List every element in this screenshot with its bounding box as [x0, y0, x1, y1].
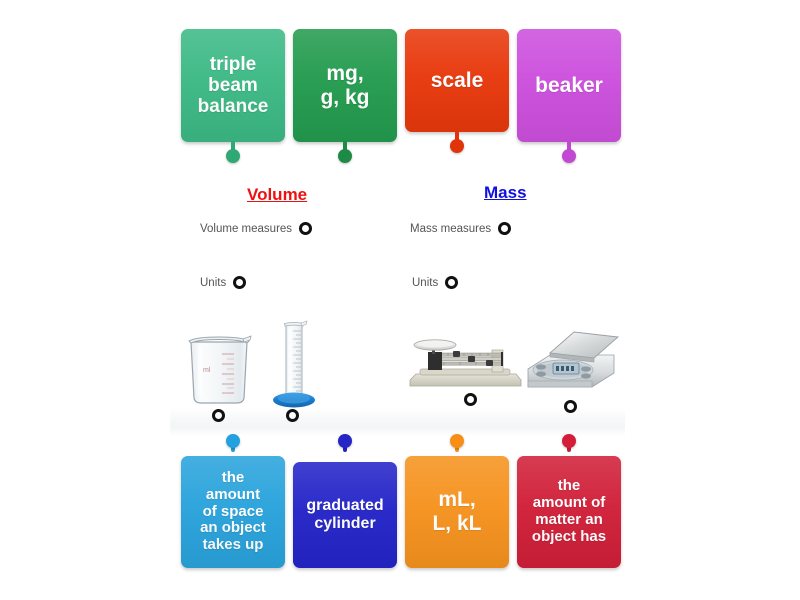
tile-label: triple beam balance — [197, 53, 269, 118]
pin-mg-g-kg — [336, 141, 354, 163]
mass-units-label: Units — [412, 276, 439, 289]
mass-heading: Mass — [484, 183, 527, 202]
mass-measures-row: Mass measures — [410, 222, 512, 235]
drop-target-graduated-cylinder-picture[interactable] — [286, 409, 299, 422]
tile-mg-g-kg[interactable]: mg, g, kg — [293, 29, 397, 142]
svg-text:ml: ml — [203, 367, 211, 374]
tile-label: graduated cylinder — [306, 497, 384, 532]
tile-label: mL, L, kL — [432, 488, 482, 535]
volume-measures-row: Volume measures — [200, 222, 313, 235]
tile-label: the amount of matter an object has — [531, 477, 607, 545]
drop-target-beaker-picture[interactable] — [212, 409, 225, 422]
drop-target-digital-scale-picture[interactable] — [564, 400, 577, 413]
volume-heading: Volume — [247, 185, 308, 204]
drop-target-volume-measures[interactable] — [299, 222, 313, 235]
mass-measures-label: Mass measures — [410, 222, 492, 235]
volume-units-label: Units — [200, 276, 227, 289]
volume-measures-label: Volume measures — [200, 222, 293, 235]
digital-scale-image — [522, 325, 620, 397]
tile-graduated-cylinder[interactable]: graduated cylinder — [293, 462, 397, 568]
tile-beaker[interactable]: beaker — [517, 29, 621, 142]
drop-target-mass-units[interactable] — [445, 276, 459, 289]
pin-scale — [448, 131, 466, 153]
pin-amount-of-space — [224, 434, 242, 456]
pin-beaker — [560, 141, 578, 163]
pin-amount-of-matter — [560, 434, 578, 456]
beaker-image: ml — [186, 332, 252, 406]
tile-label: the amount of space an object takes up — [200, 469, 266, 554]
drop-zone-band — [170, 408, 625, 436]
tile-amount-of-matter[interactable]: the amount of matter an object has — [517, 456, 621, 568]
volume-units-row: Units — [200, 276, 247, 289]
tile-label: beaker — [535, 73, 603, 97]
graduated-cylinder-image — [272, 320, 316, 412]
tile-label: mg, g, kg — [320, 61, 370, 109]
mass-units-row: Units — [412, 276, 459, 289]
tile-label: scale — [430, 68, 484, 92]
drop-target-mass-measures[interactable] — [498, 222, 512, 235]
tile-ml-l-kl[interactable]: mL, L, kL — [405, 456, 509, 568]
drop-target-volume-units[interactable] — [233, 276, 247, 289]
pin-ml-l-kl — [448, 434, 466, 456]
triple-beam-balance-image — [408, 336, 523, 392]
pin-triple-beam-balance — [224, 141, 242, 163]
tile-triple-beam-balance[interactable]: triple beam balance — [181, 29, 285, 142]
tile-amount-of-space[interactable]: the amount of space an object takes up — [181, 456, 285, 568]
tile-scale[interactable]: scale — [405, 29, 509, 132]
drop-target-triple-beam-balance-picture[interactable] — [464, 393, 477, 406]
pin-graduated-cylinder — [336, 434, 354, 456]
